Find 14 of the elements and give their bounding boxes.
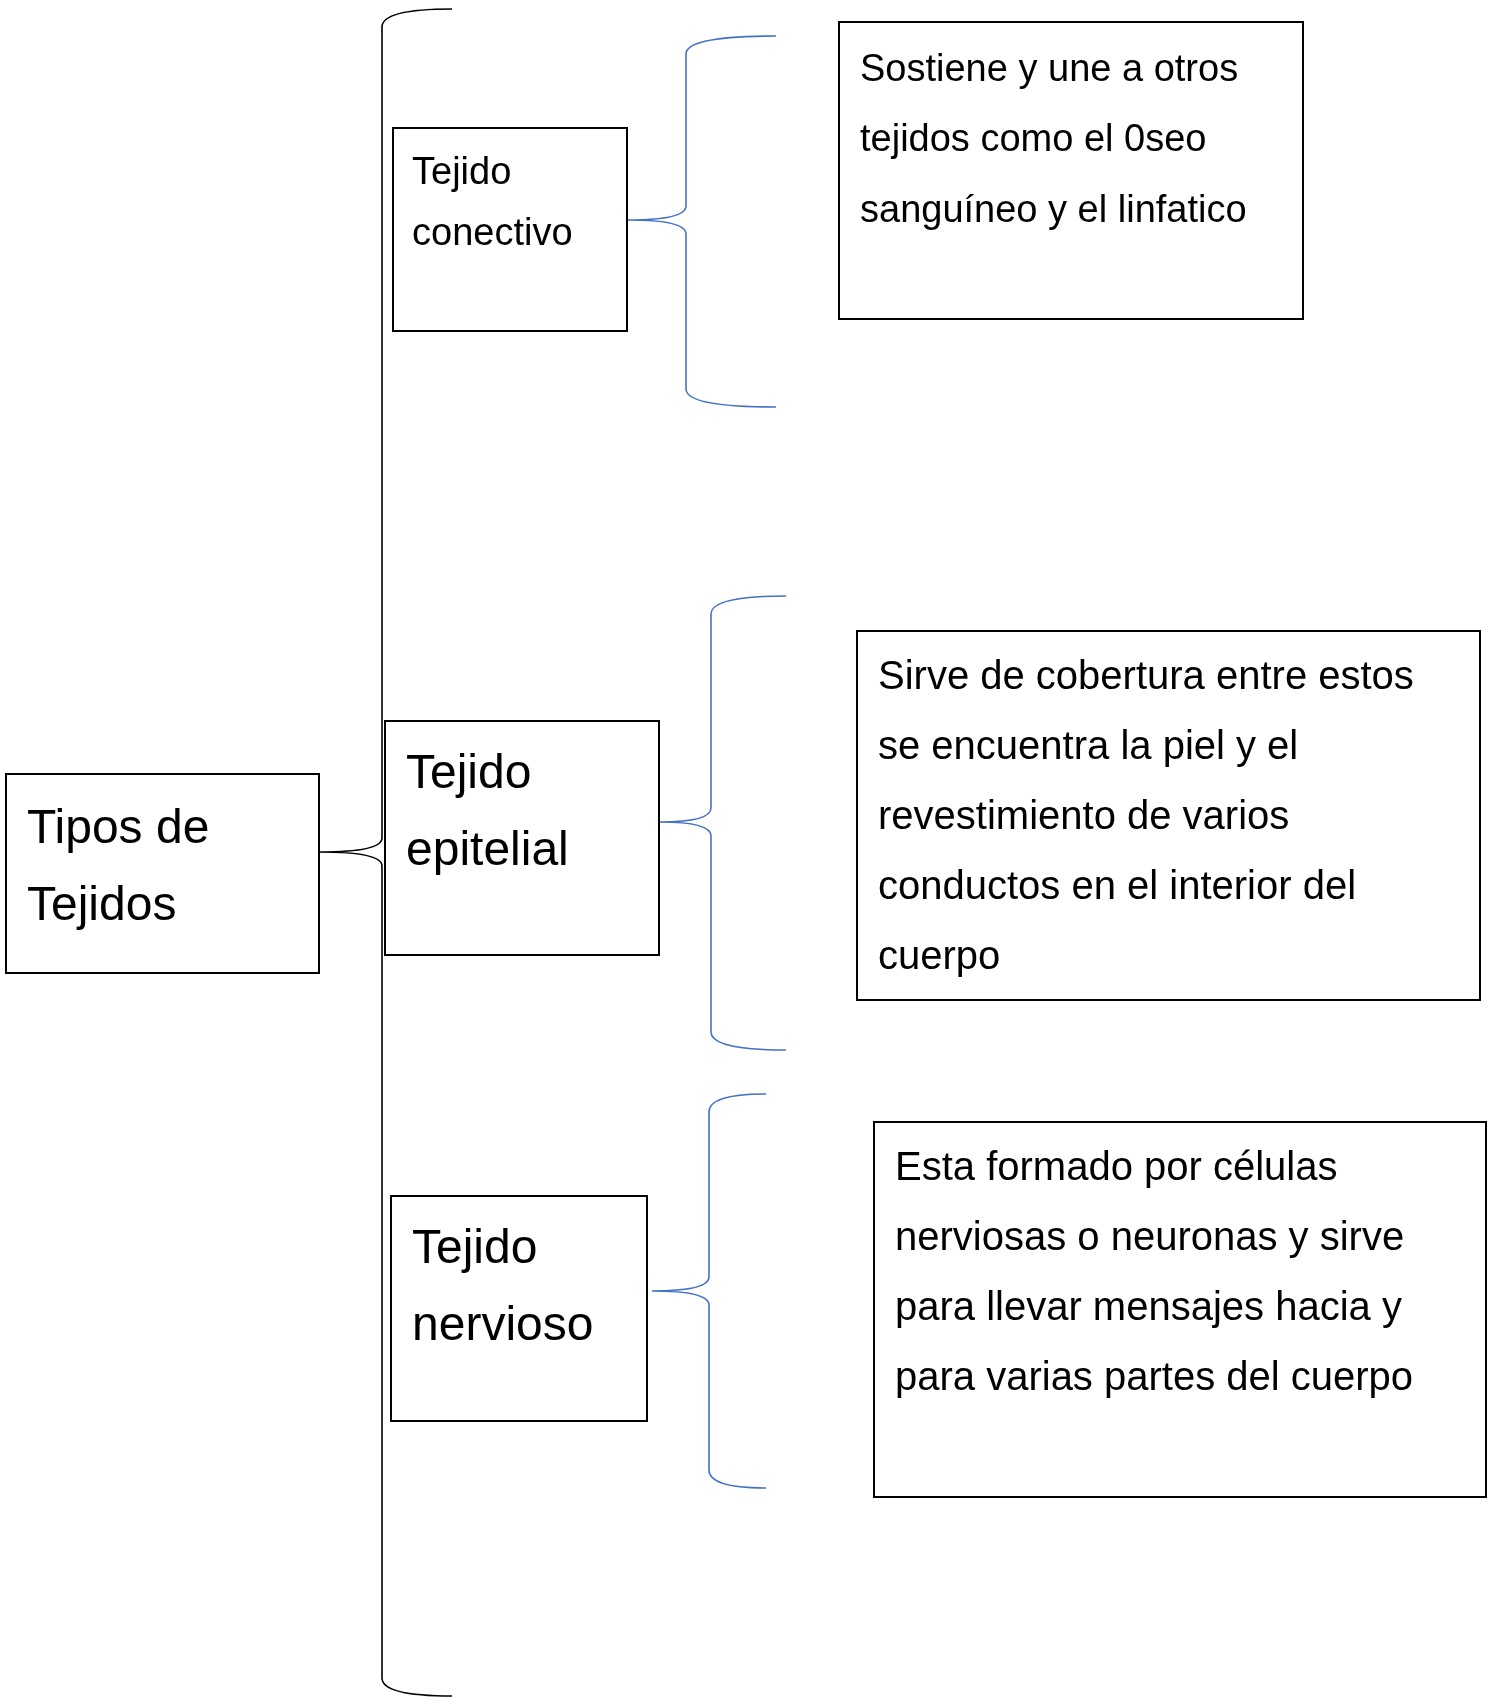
- node-text: Esta formado por células nerviosas o neuronas y sirve para llevar mensajes hacia y para varias partes del cuerpo: [895, 1143, 1415, 1400]
- node-text: Sostiene y une a otros tejidos como el 0seo sanguíneo y el linfatico: [860, 46, 1248, 232]
- text-box: [856, 630, 1481, 1001]
- node-text: Sirve de cobertura entre estos se encuentra la piel y el revestimiento de varios conductos en el interior del cuerpo: [878, 652, 1415, 979]
- text-box: [392, 127, 628, 332]
- text-box: [838, 21, 1304, 320]
- text-box: [390, 1195, 648, 1422]
- node-text: Tipos de Tejidos: [27, 799, 211, 932]
- node-text: Tejido epitelial: [406, 744, 570, 877]
- text-box: [5, 773, 320, 974]
- text-box: [384, 720, 660, 956]
- node-text: Tejido nervioso: [412, 1219, 595, 1352]
- text-box: [873, 1121, 1487, 1498]
- node-text: Tejido conectivo: [412, 149, 574, 255]
